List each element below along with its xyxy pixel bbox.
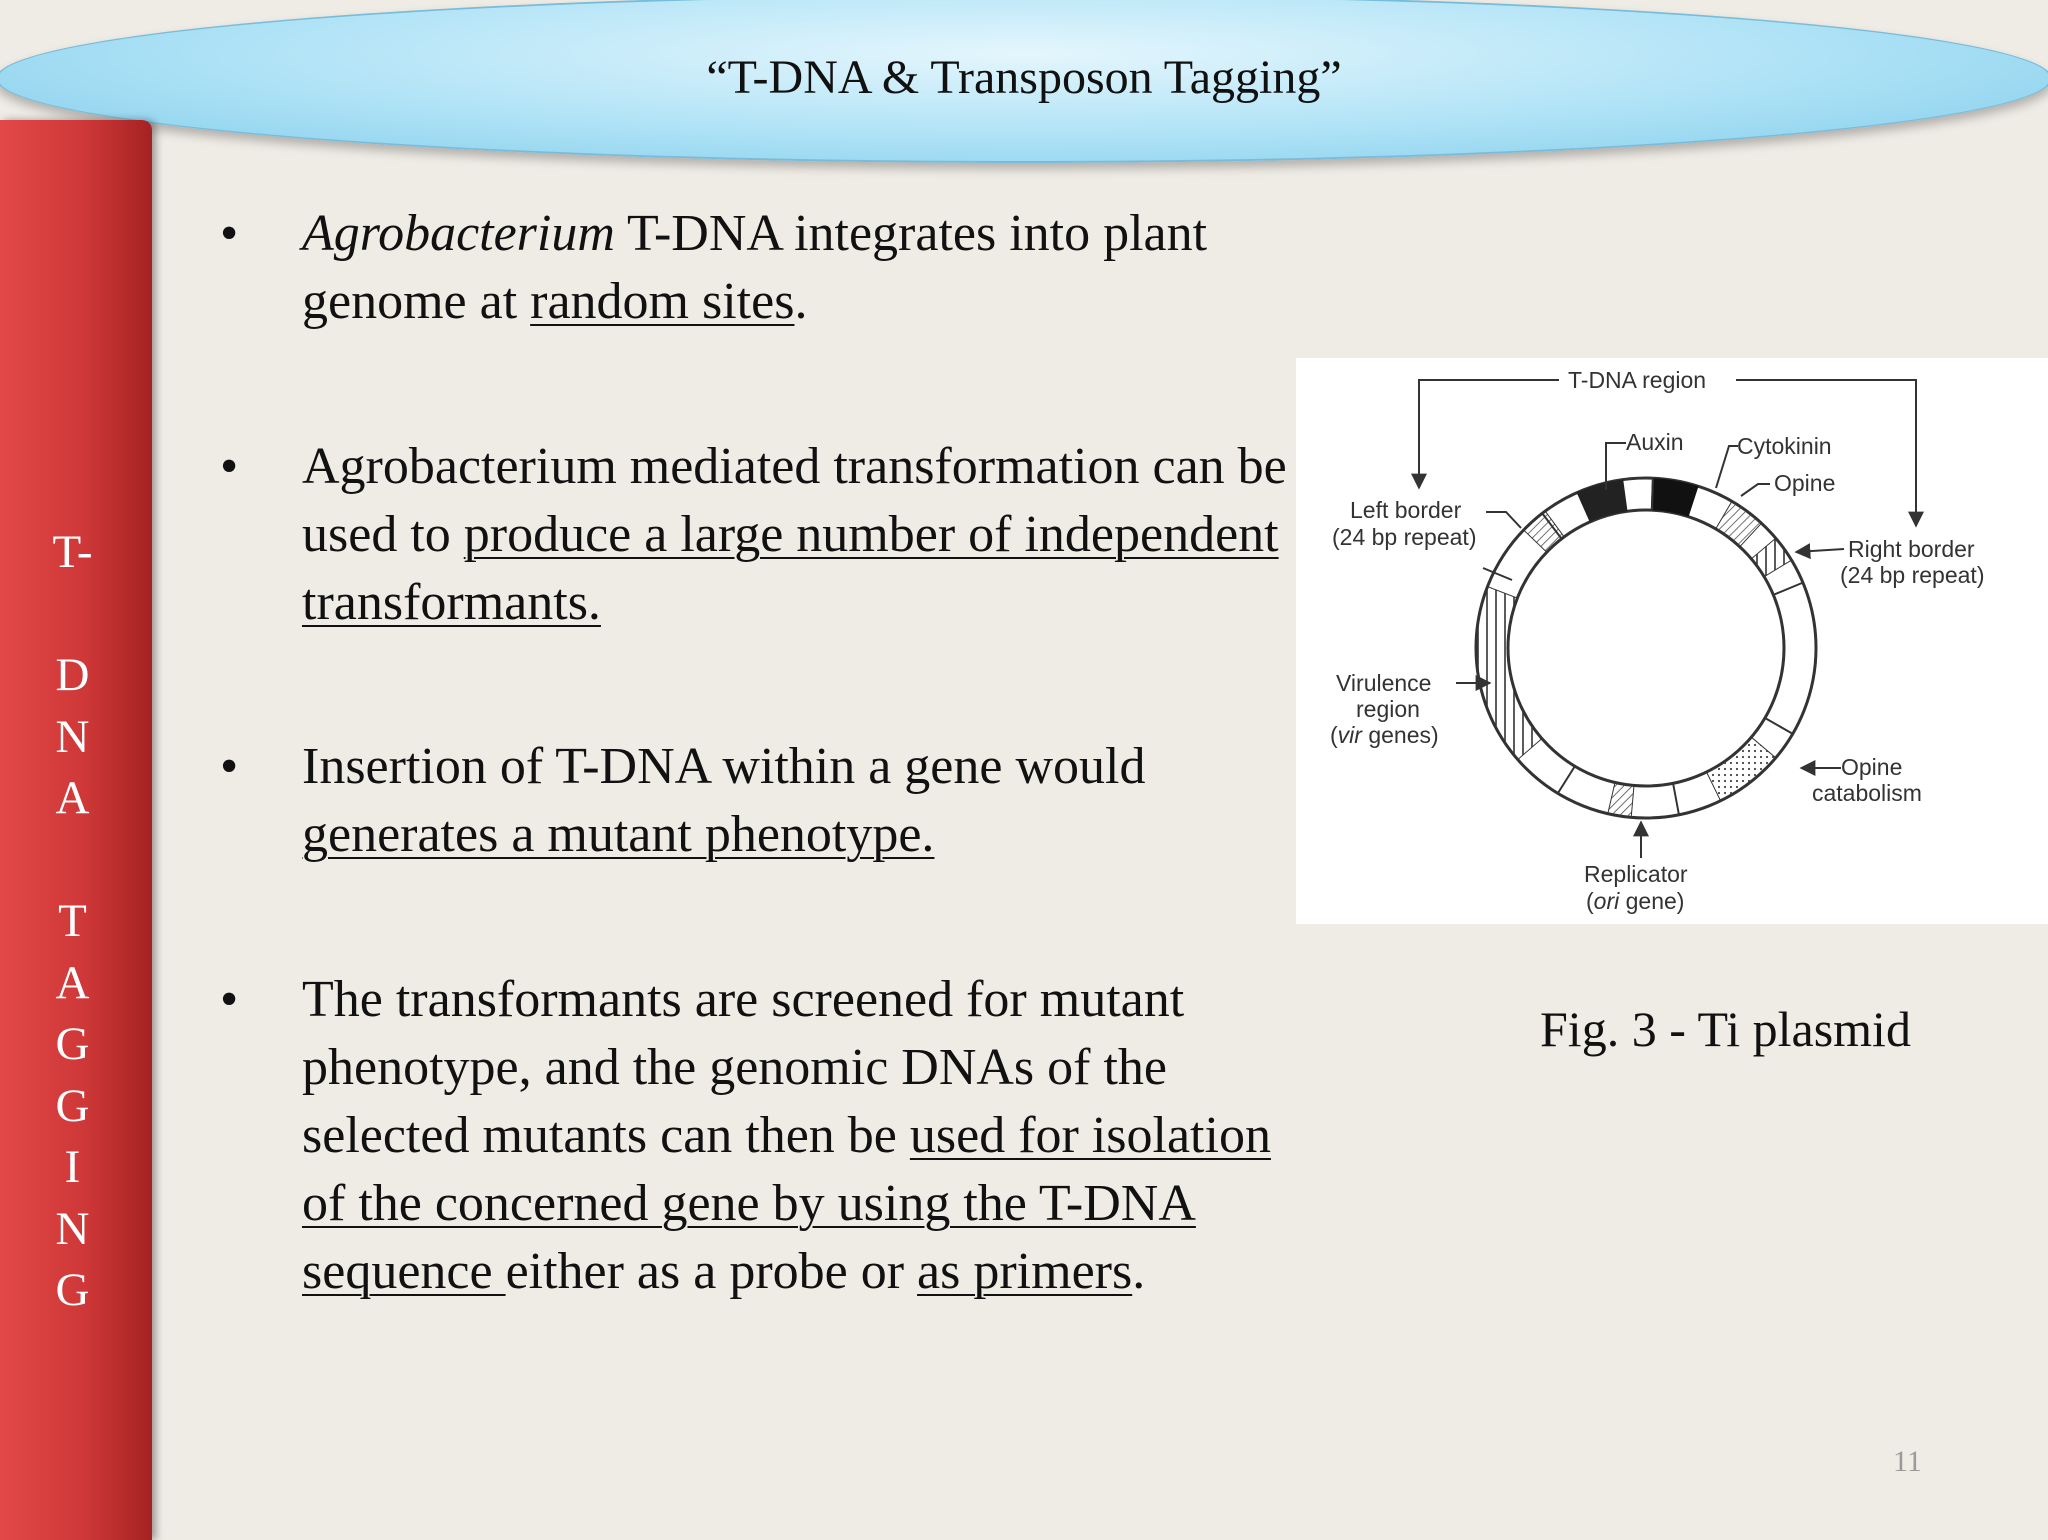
bullet-segment: T-DNA integrates into plant genome at bbox=[302, 205, 1208, 330]
left-border-segment bbox=[1522, 510, 1565, 553]
divider bbox=[1482, 567, 1513, 581]
side-label-line: A bbox=[55, 956, 90, 1009]
divider bbox=[1651, 477, 1654, 511]
bullet-segment: random sites bbox=[530, 273, 795, 330]
bullet-text: Agrobacterium T-DNA integrates into plan… bbox=[302, 200, 1302, 336]
cytokinin-label: Cytokinin bbox=[1737, 433, 1832, 459]
bullet-segment: . bbox=[794, 273, 808, 330]
bullet-marker: • bbox=[220, 205, 239, 262]
left-border-sub-label: (24 bp repeat) bbox=[1332, 524, 1476, 550]
vir-genes-italic: vir bbox=[1338, 722, 1364, 748]
opine-leader bbox=[1740, 483, 1770, 497]
ori-gene-rest: gene) bbox=[1619, 888, 1684, 914]
page-number: 11 bbox=[1893, 1445, 1922, 1478]
replicator-segment bbox=[1607, 781, 1635, 818]
ti-plasmid-diagram: T-DNA region Auxin Cytokinin Opine Left … bbox=[1330, 367, 1984, 914]
divider bbox=[1541, 512, 1562, 539]
ti-plasmid-figure: T-DNA region Auxin Cytokinin Opine Left … bbox=[1296, 358, 2048, 924]
side-label-line: G bbox=[55, 1079, 90, 1132]
side-label-line: G bbox=[55, 1264, 90, 1316]
side-label-line: N bbox=[55, 1202, 90, 1255]
opine-segment bbox=[1715, 500, 1763, 548]
catabolism-label: catabolism bbox=[1812, 780, 1922, 806]
bullet-segment: used for isolation of the concerned gene… bbox=[302, 1107, 1271, 1300]
cytokinin-segment bbox=[1650, 478, 1699, 517]
opine-catabolism-segment bbox=[1705, 736, 1777, 802]
t-dna-region-label: T-DNA region bbox=[1568, 367, 1706, 393]
bullet-marker: • bbox=[220, 971, 239, 1028]
side-label-line: A bbox=[55, 772, 90, 824]
bullet-text: The transformants are screened for mutan… bbox=[302, 966, 1302, 1306]
ori-gene-label: (ori gene) bbox=[1586, 888, 1684, 914]
vir-genes-rest: genes) bbox=[1362, 722, 1439, 748]
bullet-segment: either as a probe or bbox=[505, 1243, 918, 1300]
side-label-line: T bbox=[58, 895, 87, 947]
slide-title: “T-DNA & Transposon Tagging” bbox=[706, 51, 1342, 104]
bullet-segment: as primers bbox=[917, 1243, 1133, 1300]
left-border-leader bbox=[1486, 511, 1522, 529]
virulence-region-label: region bbox=[1356, 696, 1420, 722]
right-border-sub-label: (24 bp repeat) bbox=[1840, 562, 1984, 588]
title-banner bbox=[0, 0, 2048, 163]
auxin-segment bbox=[1576, 479, 1628, 522]
right-border-label: Right border bbox=[1848, 536, 1975, 562]
bullet-segment: . bbox=[1132, 1243, 1146, 1300]
ori-gene-italic: ori bbox=[1594, 888, 1620, 914]
bullet-segment: The transformants are screened for mutan… bbox=[302, 971, 1185, 1164]
side-label-line: D bbox=[55, 649, 90, 701]
side-label-line bbox=[0, 830, 145, 892]
replicator-label: Replicator bbox=[1584, 861, 1688, 887]
virulence-segment bbox=[1475, 585, 1543, 761]
t-dna-bracket-left bbox=[1411, 379, 1559, 490]
auxin-leader bbox=[1605, 442, 1626, 490]
divider bbox=[1772, 582, 1803, 596]
plasmid-inner-ring bbox=[1506, 508, 1786, 788]
t-dna-bracket-right bbox=[1736, 379, 1924, 528]
side-label-line: I bbox=[64, 1141, 81, 1193]
side-label-line: N bbox=[55, 710, 90, 763]
side-label-line: T- bbox=[52, 526, 93, 578]
right-border-leader bbox=[1794, 543, 1845, 560]
side-label-line: G bbox=[55, 1018, 90, 1070]
right-border-segment bbox=[1750, 537, 1792, 578]
auxin-label: Auxin bbox=[1626, 429, 1684, 455]
figure-caption: Fig. 3 - Ti plasmid bbox=[1540, 1001, 1911, 1057]
divider bbox=[1557, 765, 1576, 794]
virulence-label: Virulence bbox=[1336, 670, 1431, 696]
vir-genes-label: (vir genes) bbox=[1330, 722, 1439, 748]
left-border-label: Left border bbox=[1350, 497, 1462, 523]
opine-catabolism-label: Opine bbox=[1841, 754, 1902, 780]
bullet-segment: Agrobacterium mediated transformation ca… bbox=[302, 438, 1287, 563]
opine-label: Opine bbox=[1774, 470, 1835, 496]
bullet-segment: Agrobacterium bbox=[302, 205, 615, 262]
bullet-text: Agrobacterium mediated transformation ca… bbox=[302, 433, 1302, 637]
bullet-segment: generates a mutant phenotype. bbox=[302, 806, 935, 863]
bullet-marker: • bbox=[220, 738, 239, 795]
divider bbox=[1764, 717, 1794, 735]
divider bbox=[1672, 782, 1680, 816]
side-label-line bbox=[0, 584, 145, 646]
bullet-segment: produce a large number of independent tr… bbox=[302, 506, 1279, 631]
bullet-marker: • bbox=[220, 438, 239, 495]
bullet-text: Insertion of T-DNA within a gene would g… bbox=[302, 733, 1302, 869]
bullet-segment: Insertion of T-DNA within a gene would bbox=[302, 738, 1146, 795]
cytokinin-leader bbox=[1715, 445, 1738, 489]
